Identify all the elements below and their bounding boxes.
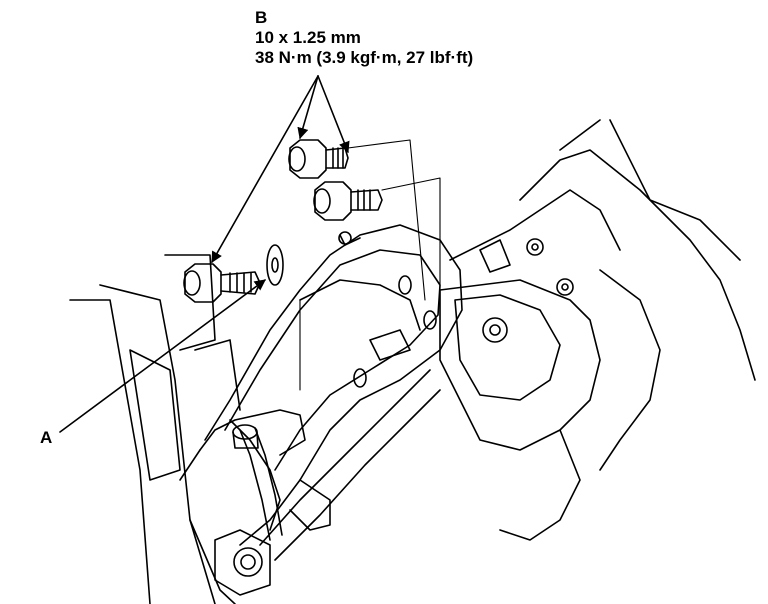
- leader-arrows-b: [211, 75, 350, 263]
- body-panel-left: [69, 254, 241, 604]
- label-a: A: [40, 428, 53, 447]
- washer-a: [266, 244, 284, 286]
- callout-b-torque: 38 N·m (3.9 kgf·m, 27 lbf·ft): [255, 48, 474, 67]
- bracket: [179, 224, 463, 546]
- alignment-lines: [299, 139, 441, 391]
- bolt-b-upper: [288, 139, 349, 179]
- callout-b: B 10 x 1.25 mm 38 N·m (3.9 kgf·m, 27 lbf…: [255, 8, 473, 68]
- bolt-b-middle: [313, 181, 383, 221]
- subframe-right: [439, 119, 756, 541]
- bolt-b-lower: [183, 263, 261, 303]
- lower-bolt: [214, 424, 283, 596]
- callout-b-letter: B: [255, 8, 268, 27]
- callout-b-size: 10 x 1.25 mm: [255, 28, 361, 47]
- leader-arrow-a: [59, 279, 266, 433]
- lower-arm: [189, 369, 441, 604]
